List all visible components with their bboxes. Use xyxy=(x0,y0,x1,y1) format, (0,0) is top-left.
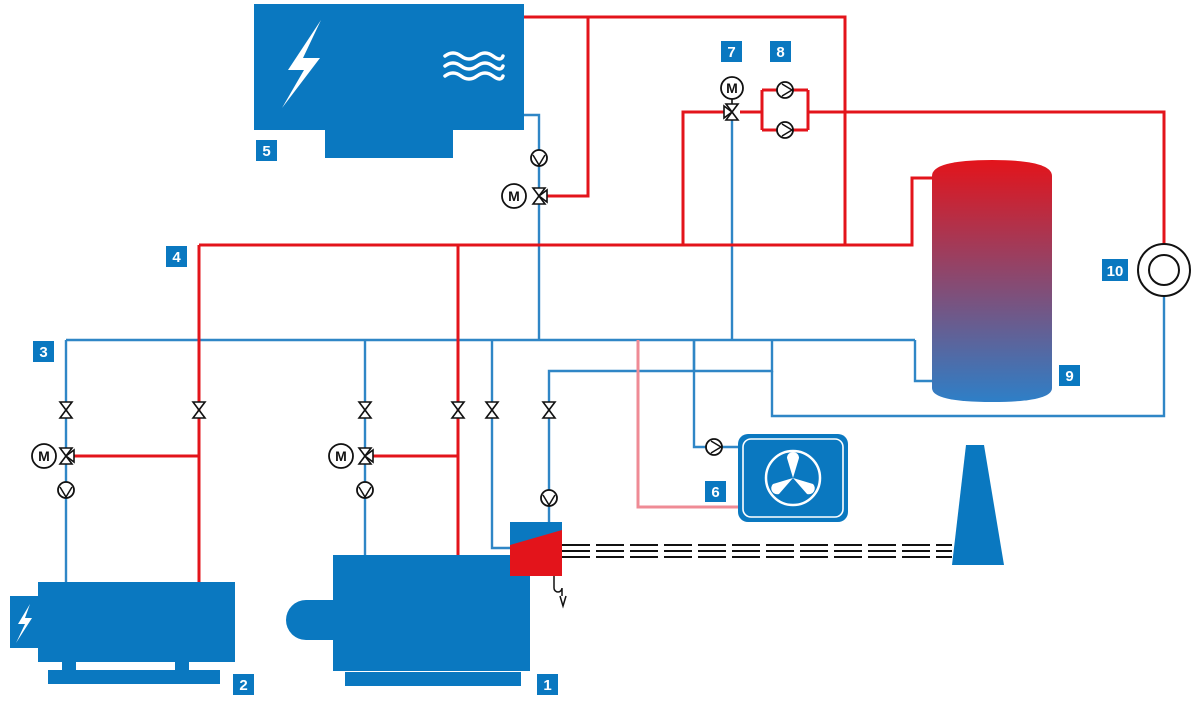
pump-icon xyxy=(705,438,723,456)
motor-icon xyxy=(501,183,527,209)
chp-hot-line xyxy=(524,15,847,245)
heat-pump xyxy=(738,434,848,522)
fan-icon xyxy=(764,449,822,507)
fuel-boiler-body xyxy=(333,555,530,671)
tag-10: 10 xyxy=(1102,259,1128,281)
lightning-icon xyxy=(16,604,32,643)
tag-1-text: 1 xyxy=(543,677,551,694)
tag-8-text: 8 xyxy=(776,44,784,61)
tag-2: 2 xyxy=(233,674,254,695)
buffer-tank xyxy=(932,160,1052,402)
pump-icon xyxy=(540,489,558,507)
valve-icon xyxy=(192,401,206,419)
mixing-valve-boiler2: M xyxy=(31,443,75,469)
tag-10-text: 10 xyxy=(1107,263,1124,280)
chp-unit xyxy=(254,4,524,158)
flue-duct xyxy=(562,544,952,558)
tag-2-text: 2 xyxy=(239,677,247,694)
tag-4: 4 xyxy=(166,246,187,267)
cold-pipes xyxy=(64,113,1166,582)
tag-7: 7 xyxy=(721,41,742,62)
chp-bypass-line xyxy=(546,17,590,198)
tag-9: 9 xyxy=(1059,365,1080,386)
chimney-icon xyxy=(952,445,1004,565)
tag-1: 1 xyxy=(537,674,558,695)
flue-gas-exchanger xyxy=(510,522,567,609)
chp-base xyxy=(325,126,453,158)
motor-letter: M xyxy=(335,448,347,464)
pump-icon xyxy=(356,481,374,499)
motor-letter: M xyxy=(38,448,50,464)
condenser-cold-branch xyxy=(547,340,774,522)
tag-6-text: 6 xyxy=(711,484,719,501)
mixing-valve-boiler1: M xyxy=(328,443,374,469)
valve7-hot-line xyxy=(681,110,724,245)
drain-icon xyxy=(553,576,567,609)
consumer-return-line xyxy=(770,283,1166,418)
heatpump-cold-branch xyxy=(692,340,738,449)
heat-consumer xyxy=(1137,243,1191,297)
tank-body xyxy=(932,160,1052,402)
electric-boiler-body xyxy=(38,582,235,662)
tank-return-line xyxy=(913,340,932,383)
heatpump-hot-line xyxy=(636,340,738,509)
tag-7-text: 7 xyxy=(727,44,735,61)
tag-8: 8 xyxy=(770,41,791,62)
motor-letter: M xyxy=(508,188,520,204)
lightning-icon xyxy=(282,20,321,108)
chp-cold-line xyxy=(524,113,541,340)
valve-icon xyxy=(59,401,73,419)
pump-icon xyxy=(776,121,794,139)
motor-icon xyxy=(720,76,744,100)
tag-5-text: 5 xyxy=(262,143,270,160)
mixing-valve-chp: M xyxy=(501,183,548,209)
motor-letter: M xyxy=(726,80,738,96)
valve-icon xyxy=(358,401,372,419)
tag-3-text: 3 xyxy=(39,344,47,361)
hot-header-line xyxy=(199,176,932,247)
tag-9-text: 9 xyxy=(1065,368,1073,385)
motor-icon xyxy=(31,443,57,469)
fuel-boiler-base xyxy=(345,672,521,686)
electric-boiler-base xyxy=(48,670,220,684)
pump-icon xyxy=(57,481,75,499)
fuel-boiler xyxy=(286,555,530,686)
mixing-valve-7: M xyxy=(720,76,744,121)
valve-icon xyxy=(542,401,556,419)
tag-3: 3 xyxy=(33,341,54,362)
tag-5: 5 xyxy=(256,140,277,161)
electric-boiler xyxy=(10,582,235,684)
tag-4-text: 4 xyxy=(172,249,181,266)
motor-icon xyxy=(328,443,354,469)
number-tags: 1 2 3 4 5 6 7 8 xyxy=(33,41,1128,695)
exchanger-hot-side xyxy=(510,530,562,576)
burner xyxy=(286,600,336,640)
pump-icon xyxy=(776,81,794,99)
valve-icon xyxy=(485,401,499,419)
exchanger-cold-branch xyxy=(490,340,510,550)
valve-icon xyxy=(451,401,465,419)
heat-waves-icon xyxy=(443,51,505,81)
pump-icon xyxy=(530,149,548,167)
isolation-valves xyxy=(59,401,556,419)
tag-6: 6 xyxy=(705,481,726,502)
